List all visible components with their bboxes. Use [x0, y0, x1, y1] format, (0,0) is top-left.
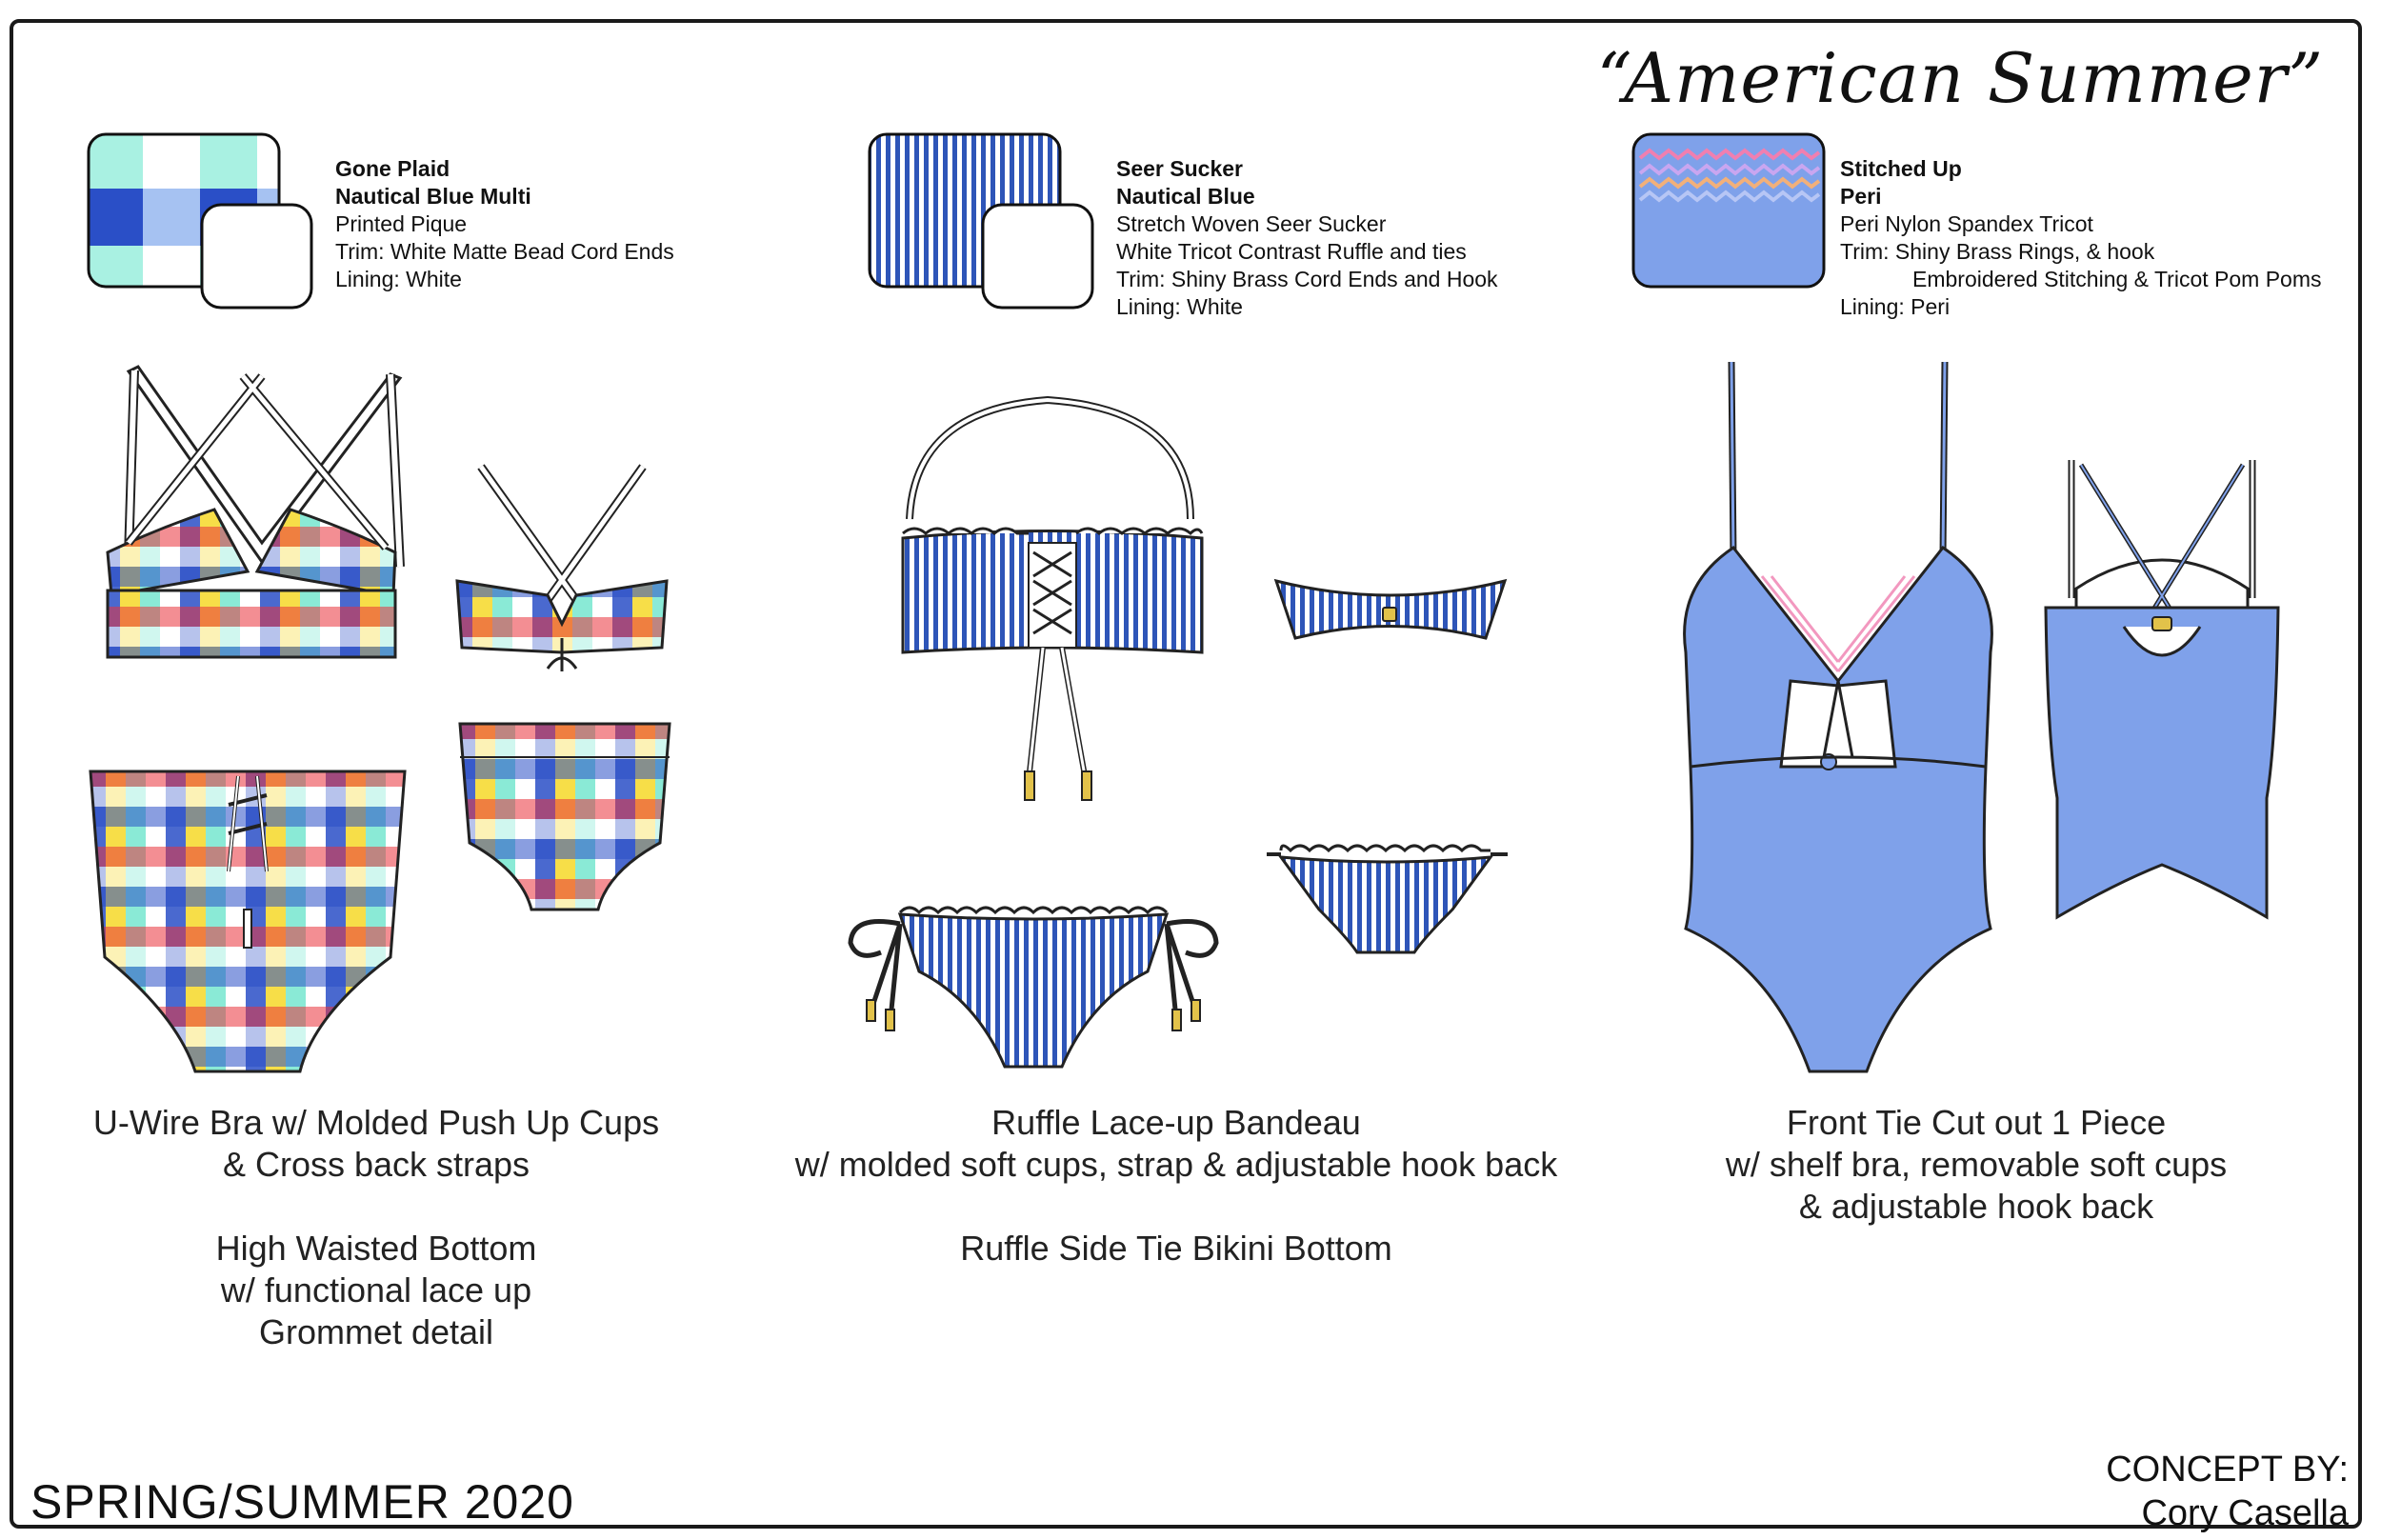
swatch-fabric: Peri Nylon Spandex Tricot [1840, 211, 2093, 236]
style-1-bottom-line-1: High Waisted Bottom [215, 1229, 537, 1268]
swatch-fabric: Printed Pique [335, 211, 468, 236]
swatch-color: Peri [1840, 184, 1882, 209]
plaid-bra-back-sketch [455, 464, 669, 671]
swatch-name: Gone Plaid [335, 156, 450, 181]
style-2-description: Ruffle Lace-up Bandeau w/ molded soft cu… [743, 1102, 1610, 1270]
swatch-lining: Lining: Peri [1840, 294, 1951, 319]
swatch-trim: Trim: Shiny Brass Rings, & hook [1840, 239, 2155, 264]
style-1-top-line-1: U-Wire Bra w/ Molded Push Up Cups [92, 1103, 660, 1142]
swatch-color: Nautical Blue [1116, 184, 1255, 209]
style-1-top-line-2: & Cross back straps [222, 1145, 530, 1184]
style-1-bottom-line-3: Grommet detail [258, 1312, 494, 1351]
style-3-description: Front Tie Cut out 1 Piece w/ shelf bra, … [1657, 1102, 2295, 1228]
seersucker-bandeau-back-sketch [1273, 578, 1508, 640]
season-label: SPRING/SUMMER 2020 [30, 1475, 574, 1529]
swatch-trim: Trim: Shiny Brass Cord Ends and Hook [1116, 267, 1498, 291]
style-2-bottom-line-1: Ruffle Side Tie Bikini Bottom [960, 1229, 1392, 1268]
swatch-info-seersucker: Seer Sucker Nautical Blue Stretch Woven … [1116, 155, 1498, 321]
plaid-high-waist-bottom-back-sketch [458, 722, 671, 911]
swatch-trim-detail: Embroidered Stitching & Tricot Pom Poms [1912, 267, 2322, 291]
plaid-bra-front-sketch [106, 365, 405, 659]
swatch-name: Seer Sucker [1116, 156, 1243, 181]
style-3-top-line-3: & adjustable hook back [1798, 1187, 2154, 1226]
style-2-top-line-1: Ruffle Lace-up Bandeau [991, 1103, 1361, 1142]
swatch-plaid-fabric [87, 132, 313, 310]
style-3-top-line-2: w/ shelf bra, removable soft cups [1725, 1145, 2228, 1184]
board-title: “American Summer” [1596, 38, 2324, 118]
swatch-trim: Trim: White Matte Bead Cord Ends [335, 239, 674, 264]
seersucker-side-tie-bottom-back-sketch [1267, 844, 1508, 954]
peri-one-piece-front-sketch [1683, 361, 1993, 1073]
swatch-lining: Lining: White [335, 267, 462, 291]
style-3-top-line-1: Front Tie Cut out 1 Piece [1786, 1103, 2167, 1142]
concept-author: Cory Casella [2141, 1493, 2349, 1533]
swatch-info-plaid: Gone Plaid Nautical Blue Multi Printed P… [335, 155, 674, 293]
swatch-color: Nautical Blue Multi [335, 184, 531, 209]
concept-label: CONCEPT BY: [2106, 1450, 2349, 1490]
swatch-fabric: Stretch Woven Seer Sucker [1116, 211, 1387, 236]
swatch-info-peri: Stitched Up Peri Peri Nylon Spandex Tric… [1840, 155, 2322, 321]
swatch-peri-fabric [1631, 132, 1826, 289]
concept-credit: CONCEPT BY: Cory Casella [2106, 1448, 2349, 1535]
swatch-seersucker-fabric [868, 132, 1094, 310]
swatch-name: Stitched Up [1840, 156, 1962, 181]
plaid-high-waist-bottom-front-sketch [89, 770, 407, 1073]
seersucker-bandeau-front-sketch [901, 395, 1204, 801]
peri-one-piece-back-sketch [2044, 460, 2280, 920]
seersucker-side-tie-bottom-front-sketch [848, 906, 1219, 1069]
style-1-bottom-line-2: w/ functional lace up [220, 1270, 532, 1310]
swatch-contrast: White Tricot Contrast Ruffle and ties [1116, 239, 1467, 264]
style-1-description: U-Wire Bra w/ Molded Push Up Cups & Cros… [57, 1102, 695, 1353]
swatch-lining: Lining: White [1116, 294, 1243, 319]
style-2-top-line-2: w/ molded soft cups, strap & adjustable … [794, 1145, 1558, 1184]
